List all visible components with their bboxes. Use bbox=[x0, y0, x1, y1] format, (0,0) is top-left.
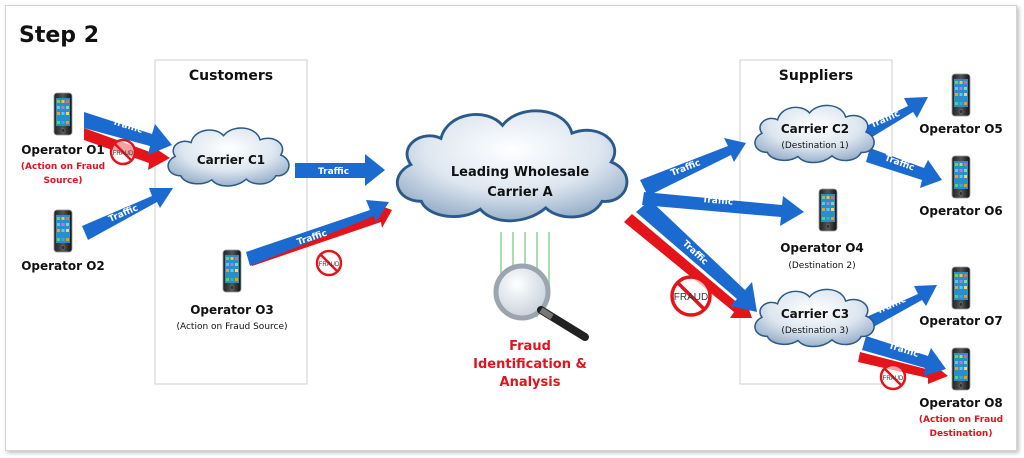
carrier-c3-sub: (Destination 3) bbox=[781, 326, 848, 336]
operator-o1-name: Operator O1 bbox=[21, 143, 105, 157]
customers-heading: Customers bbox=[189, 68, 273, 84]
traffic-arrow-c3-o8 bbox=[862, 336, 946, 376]
fraud-text: FRAUD bbox=[113, 151, 134, 157]
step-title: Step 2 bbox=[19, 23, 99, 48]
carrier-a-line1: Leading Wholesale bbox=[451, 165, 589, 180]
no-fraud-sign: FRAUD bbox=[109, 138, 137, 166]
no-fraud-sign: FRAUD bbox=[670, 275, 712, 317]
phone-icon-o3 bbox=[222, 249, 242, 293]
fraud-arrow-c3-o8 bbox=[858, 352, 948, 384]
traffic-arrow-c2-o6 bbox=[866, 148, 942, 188]
traffic-arrow-c3-o7 bbox=[864, 285, 937, 330]
operator-o1-sub2: Source) bbox=[43, 176, 82, 186]
traffic-label: Traffic bbox=[318, 167, 349, 177]
phone-icon-o7 bbox=[951, 266, 971, 310]
traffic-arrow-o1-c1 bbox=[84, 112, 172, 155]
phone-icon-o1 bbox=[53, 92, 73, 136]
operator-o8-name: Operator O8 bbox=[919, 396, 1003, 410]
analysis-line3: Analysis bbox=[500, 375, 561, 390]
operator-o6-name: Operator O6 bbox=[919, 204, 1003, 218]
no-fraud-sign: FRAUD bbox=[315, 249, 343, 277]
operator-o7-name: Operator O7 bbox=[919, 314, 1003, 328]
operator-o4-sub: (Destination 2) bbox=[788, 261, 855, 271]
analysis-line1: Fraud bbox=[509, 339, 551, 354]
suppliers-heading: Suppliers bbox=[779, 68, 853, 84]
phone-icon-o2 bbox=[53, 209, 73, 253]
operator-o3-name: Operator O3 bbox=[190, 303, 274, 317]
operator-o2-name: Operator O2 bbox=[21, 259, 105, 273]
traffic-arrow-o2-c1 bbox=[82, 188, 173, 240]
analysis-line2: Identification & bbox=[473, 357, 587, 372]
traffic-label: Traffic bbox=[107, 203, 139, 224]
traffic-arrow-o3-a bbox=[246, 200, 389, 266]
operator-o8-sub1: (Action on Fraud bbox=[919, 415, 1003, 425]
magnifier-icon bbox=[493, 263, 589, 341]
fraud-arrow-a-c3 bbox=[624, 214, 752, 318]
traffic-arrow-a-c3 bbox=[636, 200, 757, 312]
phone-icon-o8 bbox=[951, 347, 971, 391]
customers-panel bbox=[154, 59, 308, 385]
operator-o4-name: Operator O4 bbox=[780, 241, 864, 255]
traffic-arrow-c1-a bbox=[295, 154, 385, 186]
traffic-arrow-a-o4 bbox=[642, 192, 804, 226]
no-fraud-sign: FRAUD bbox=[879, 363, 907, 391]
traffic-arrow-a-c2 bbox=[640, 138, 746, 196]
phone-icon-o4 bbox=[818, 188, 838, 232]
traffic-arrow-c2-o5 bbox=[858, 97, 928, 142]
carrier-c1-label: Carrier C1 bbox=[197, 153, 265, 167]
phone-icon-o6 bbox=[951, 155, 971, 199]
carrier-c2-sub: (Destination 1) bbox=[781, 141, 848, 151]
fraud-text: FRAUD bbox=[674, 292, 708, 303]
carrier-c2-label: Carrier C2 bbox=[781, 122, 849, 136]
operator-o8-sub2: Destination) bbox=[930, 429, 993, 439]
traffic-arrows bbox=[82, 97, 946, 376]
operator-o1-sub1: (Action on Fraud bbox=[21, 162, 105, 172]
operator-o5-name: Operator O5 bbox=[919, 122, 1003, 136]
fraud-text: FRAUD bbox=[883, 376, 904, 382]
operator-o3-sub: (Action on Fraud Source) bbox=[176, 322, 287, 332]
carrier-a-line2: Carrier A bbox=[487, 185, 552, 200]
traffic-label: Traffic bbox=[702, 195, 734, 208]
phone-icon-o5 bbox=[951, 73, 971, 117]
fraud-text: FRAUD bbox=[319, 262, 340, 268]
carrier-c3-label: Carrier C3 bbox=[781, 307, 849, 321]
